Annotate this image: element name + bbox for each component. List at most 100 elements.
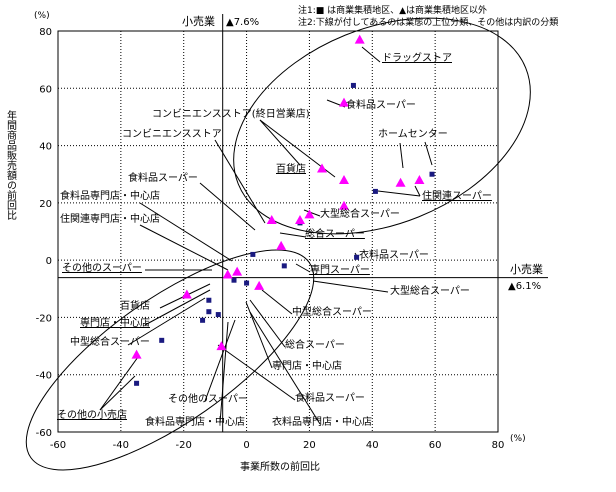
annotation-label: 衣料品専門店・中心店 bbox=[272, 415, 372, 428]
annotation-label: 専門店・中心店 bbox=[272, 359, 342, 372]
leader-line bbox=[249, 299, 286, 348]
ref-x-label: 小売業 bbox=[182, 15, 215, 28]
data-point-square bbox=[200, 317, 206, 323]
leader-line bbox=[399, 142, 404, 169]
annotation-label: 住関連専門店・中心店 bbox=[60, 212, 160, 225]
leader-line bbox=[199, 182, 256, 231]
data-point-square bbox=[350, 82, 356, 88]
annotation-label: 食料品専門店・中心店 bbox=[60, 189, 160, 202]
data-point-triangle bbox=[304, 209, 315, 219]
leader-line bbox=[377, 190, 421, 197]
annotation-label: 総合スーパー bbox=[285, 338, 345, 351]
annotation-label: 専門店・中心店 bbox=[80, 316, 150, 329]
y-tick-label: 0 bbox=[46, 256, 52, 267]
ref-y-label: 小売業 bbox=[510, 263, 543, 276]
leader-line bbox=[204, 319, 236, 402]
data-point-square bbox=[215, 312, 221, 318]
annotation-label: 大型総合スーパー bbox=[390, 284, 470, 297]
x-tick-label: 20 bbox=[303, 440, 316, 451]
data-point-square bbox=[372, 188, 378, 194]
y-unit: (%) bbox=[34, 11, 50, 21]
x-tick-label: 40 bbox=[366, 440, 379, 451]
x-tick-label: -60 bbox=[50, 440, 66, 451]
x-tick-label: 80 bbox=[492, 440, 505, 451]
data-point-triangle bbox=[317, 163, 327, 173]
annotation-label: 大型総合スーパー bbox=[320, 207, 400, 220]
lower-group-ellipse bbox=[25, 249, 315, 471]
x-unit: (%) bbox=[510, 434, 526, 444]
y-tick-label: 80 bbox=[39, 27, 52, 38]
data-point-triangle bbox=[222, 269, 233, 279]
annotation-label: 中型総合スーパー bbox=[292, 305, 372, 318]
data-point-square bbox=[206, 309, 212, 315]
data-point-square bbox=[429, 171, 435, 177]
data-point-triangle bbox=[395, 177, 406, 187]
x-tick-label: -20 bbox=[176, 440, 192, 451]
y-tick-label: -40 bbox=[36, 371, 52, 382]
leader-line bbox=[99, 356, 139, 411]
annotation-label: ドラッグストア bbox=[382, 51, 452, 64]
ref-x-value: ▲7.6% bbox=[226, 17, 259, 28]
data-point-triangle bbox=[414, 174, 425, 184]
annotation-label: 食料品スーパー bbox=[346, 98, 416, 111]
ellipse-group bbox=[25, 17, 531, 471]
annotation-label: ホームセンター bbox=[378, 128, 448, 140]
leader-line bbox=[295, 263, 311, 273]
data-point-triangle bbox=[216, 341, 227, 351]
y-tick-label: 60 bbox=[39, 84, 52, 95]
leader-line bbox=[144, 289, 211, 326]
leader-line bbox=[279, 232, 307, 238]
leader-line bbox=[99, 375, 136, 411]
data-point-square bbox=[134, 380, 140, 386]
leader-line bbox=[259, 119, 301, 166]
data-point-triangle bbox=[266, 215, 277, 225]
leader-line bbox=[139, 224, 229, 271]
leader-line bbox=[217, 344, 296, 401]
leader-line bbox=[424, 141, 433, 166]
x-axis-label: 事業所数の前回比 bbox=[240, 460, 320, 473]
data-point-square bbox=[354, 254, 360, 260]
leader-line bbox=[219, 321, 229, 424]
data-point-square bbox=[206, 297, 212, 303]
annotation-label: コンビニエンスストア bbox=[122, 128, 222, 140]
data-point-square bbox=[231, 277, 237, 283]
data-point-triangle bbox=[354, 34, 365, 44]
leader-line bbox=[127, 297, 206, 346]
x-tick-label: 0 bbox=[243, 440, 249, 451]
annotation-label: 中型総合スーパー bbox=[70, 335, 150, 348]
annotation-label: その他のスーパー bbox=[62, 261, 142, 274]
annotation-label: 食料品スーパー bbox=[128, 171, 198, 184]
x-tick-label: 60 bbox=[429, 440, 442, 451]
annotation-label: 住関連スーパー bbox=[422, 189, 492, 202]
annotation-label: その他のスーパー bbox=[168, 392, 248, 405]
annotation-label: 食料品専門店・中心店 bbox=[145, 415, 245, 428]
data-point-triangle bbox=[131, 349, 142, 359]
annotation-label: 専門スーパー bbox=[310, 264, 370, 276]
data-point-square bbox=[159, 337, 165, 343]
plot-frame bbox=[57, 30, 499, 433]
leader-line bbox=[249, 311, 321, 425]
y-axis-label: 年間商品販売額の前回比 bbox=[5, 109, 17, 220]
data-point-triangle bbox=[232, 266, 243, 276]
leader-line bbox=[214, 139, 266, 224]
annotation-label: 衣料品スーパー bbox=[359, 248, 429, 261]
annotation-label: 総合スーパー bbox=[305, 227, 365, 240]
y-tick-label: 40 bbox=[39, 142, 52, 153]
data-point-square bbox=[281, 263, 287, 269]
data-point-triangle bbox=[295, 215, 305, 225]
y-tick-label: -20 bbox=[36, 313, 52, 324]
grid bbox=[57, 30, 499, 433]
annotation-label: 食料品スーパー bbox=[295, 391, 365, 404]
annotation-label: 百貨店 bbox=[276, 162, 306, 175]
annotation-labels: ドラッグストア食料品スーパーコンビニエンスストア(終日営業店)コンビニエンススト… bbox=[57, 51, 492, 428]
annotation-label: 百貨店 bbox=[120, 299, 150, 312]
data-point-triangle bbox=[339, 174, 349, 184]
y-tick-label: 20 bbox=[39, 199, 52, 210]
leader-line bbox=[303, 209, 321, 217]
data-point-triangle bbox=[254, 280, 265, 290]
annotation-label: コンビニエンスストア(終日営業店) bbox=[152, 107, 310, 120]
leader-line bbox=[312, 280, 389, 293]
